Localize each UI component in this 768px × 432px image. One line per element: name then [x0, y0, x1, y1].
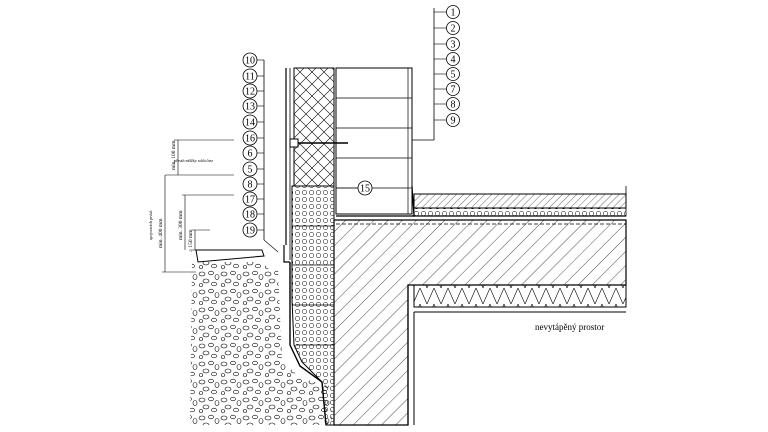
callouts-right: 1 2 3 4 5 7 8 9: [412, 5, 460, 141]
svg-text:18: 18: [245, 210, 255, 221]
callout-left-4: 13: [242, 98, 264, 114]
svg-text:2: 2: [451, 24, 456, 35]
svg-text:1: 1: [451, 8, 456, 19]
callout-right-4: 4: [434, 52, 460, 66]
svg-text:9: 9: [451, 116, 456, 127]
dimension-lines: [162, 139, 234, 273]
callout-left-3: 12: [242, 83, 264, 99]
svg-text:11: 11: [245, 72, 255, 83]
callout-right-2: 2: [434, 21, 460, 35]
callout-15: 15: [336, 180, 373, 196]
ceiling-insulation: [407, 284, 627, 425]
svg-text:10: 10: [245, 56, 255, 67]
callout-left-12: 19: [242, 222, 264, 238]
svg-text:13: 13: [245, 102, 255, 113]
callout-left-2: 11: [242, 68, 264, 84]
svg-text:17: 17: [245, 195, 255, 206]
callout-right-5: 5: [434, 67, 460, 81]
callouts-left: 10 11 12 13 14 16 6 5 8 17 18 19: [242, 52, 279, 253]
callout-left-1: 10: [242, 52, 264, 68]
exterior-render: [283, 68, 327, 426]
unheated-space-label: nevytápěný prostor: [535, 322, 604, 332]
masonry-wall: [335, 67, 413, 215]
callout-right-6: 7: [434, 82, 460, 96]
callout-left-11: 18: [242, 206, 264, 222]
svg-text:7: 7: [451, 85, 456, 96]
svg-text:6: 6: [248, 149, 253, 160]
callout-left-9: 8: [242, 176, 264, 192]
callout-right-8: 9: [434, 113, 460, 127]
svg-text:14: 14: [245, 118, 255, 129]
dim-min400: min. 400 mm: [158, 218, 164, 248]
callout-left-6: 16: [242, 130, 264, 146]
svg-text:8: 8: [451, 100, 456, 111]
callout-right-3: 3: [434, 37, 460, 51]
wall-insulation-upper: [293, 67, 335, 187]
svg-text:16: 16: [245, 134, 255, 145]
callout-left-7: 6: [242, 145, 264, 161]
anchor-dowel: [289, 138, 348, 148]
gravel-backfill: [190, 262, 332, 425]
svg-text:19: 19: [245, 226, 255, 237]
pavement-strip: [195, 249, 265, 263]
dim-ge150: ≥ 150 mm: [188, 229, 194, 252]
tiny-note-1: přesah mřížky soklu bez: [174, 158, 213, 163]
svg-text:5: 5: [248, 165, 253, 176]
callout-right-7: 8: [434, 97, 460, 111]
svg-text:8: 8: [248, 180, 253, 191]
callout-left-10: 17: [242, 191, 264, 207]
tiny-note-2: spojovacích prvků: [148, 211, 153, 240]
svg-text:15: 15: [360, 184, 370, 195]
callout-left-8: 5: [242, 161, 264, 177]
floor-layers: [336, 185, 627, 217]
svg-text:4: 4: [451, 55, 456, 66]
callout-left-5: 14: [242, 114, 264, 130]
dim-min300: min. 300 mm: [178, 210, 184, 240]
dim-min100: min. 100 mm: [171, 140, 177, 170]
svg-text:5: 5: [451, 70, 456, 81]
svg-text:3: 3: [451, 40, 456, 51]
svg-text:12: 12: [245, 87, 255, 98]
callout-right-1: 1: [434, 5, 460, 19]
